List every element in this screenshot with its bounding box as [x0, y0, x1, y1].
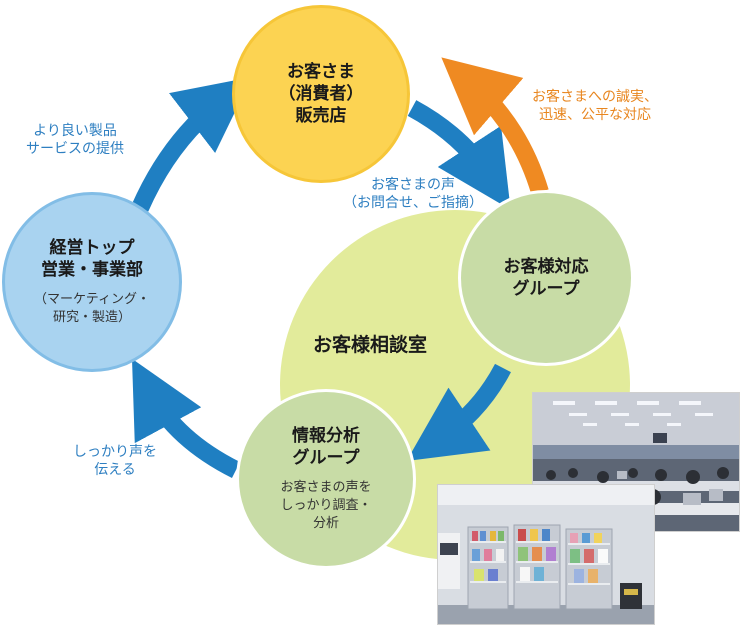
product-shelves-photo [437, 484, 655, 625]
arrow-support-to-customer [441, 57, 549, 195]
customer-node: お客さま （消費者） 販売店 [232, 5, 410, 183]
management-node-title: 経営トップ 営業・事業部 [41, 238, 143, 280]
support-group-node-title: お客様対応 グループ [503, 257, 589, 299]
analysis-group-node: 情報分析 グループ お客さまの声を しっかり調査・ 分析 [236, 389, 416, 569]
center-label: お客様相談室 [312, 334, 427, 356]
management-node-subtitle: （マーケティング・ 研究・製造） [34, 292, 150, 325]
arrow-customer-to-support [407, 100, 511, 210]
management-node: 経営トップ 営業・事業部 （マーケティング・ 研究・製造） [2, 192, 182, 372]
label-customer-to-support: お客さまの声 （お問合せ、ご指摘） [343, 177, 483, 211]
arrow-analysis-to-management [131, 358, 241, 479]
customer-node-title: お客さま （消費者） 販売店 [278, 62, 364, 126]
analysis-group-node-title: 情報分析 グループ [292, 426, 360, 468]
label-support-to-customer: お客さまへの誠実、 迅速、公平な対応 [532, 89, 658, 123]
label-to-customer: より良い製品 サービスの提供 [26, 123, 124, 157]
analysis-group-node-subtitle: お客さまの声を しっかり調査・ 分析 [280, 480, 372, 531]
arrow-management-to-customer [131, 76, 252, 212]
support-group-node: お客様対応 グループ [458, 190, 634, 366]
label-analysis-to-management: しっかり声を 伝える [73, 444, 157, 478]
arrow-support-to-analysis [406, 363, 511, 461]
